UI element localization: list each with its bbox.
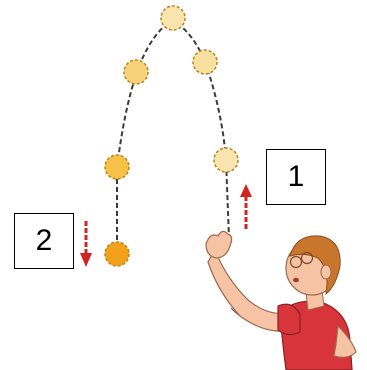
mouth <box>293 277 299 283</box>
ball-left-mid <box>104 154 130 180</box>
label-upward-text: 1 <box>287 160 305 193</box>
hair <box>289 235 341 296</box>
arrow-down-icon <box>80 221 92 267</box>
ball-top <box>160 5 186 31</box>
boy-illustration <box>205 230 357 370</box>
ball-right-mid <box>213 147 239 173</box>
label-box-downward: 2 <box>14 213 74 269</box>
ball-right-high <box>192 49 218 75</box>
glasses <box>289 251 314 269</box>
label-downward-text: 2 <box>35 224 53 257</box>
ball-left-high <box>123 59 149 85</box>
ear <box>320 264 332 280</box>
label-box-upward: 1 <box>266 149 326 205</box>
hand <box>205 230 233 259</box>
arrow-up-icon <box>240 184 252 229</box>
hip-arm <box>333 324 357 358</box>
ball-bottom-left <box>104 241 130 267</box>
sleeve <box>277 303 301 336</box>
